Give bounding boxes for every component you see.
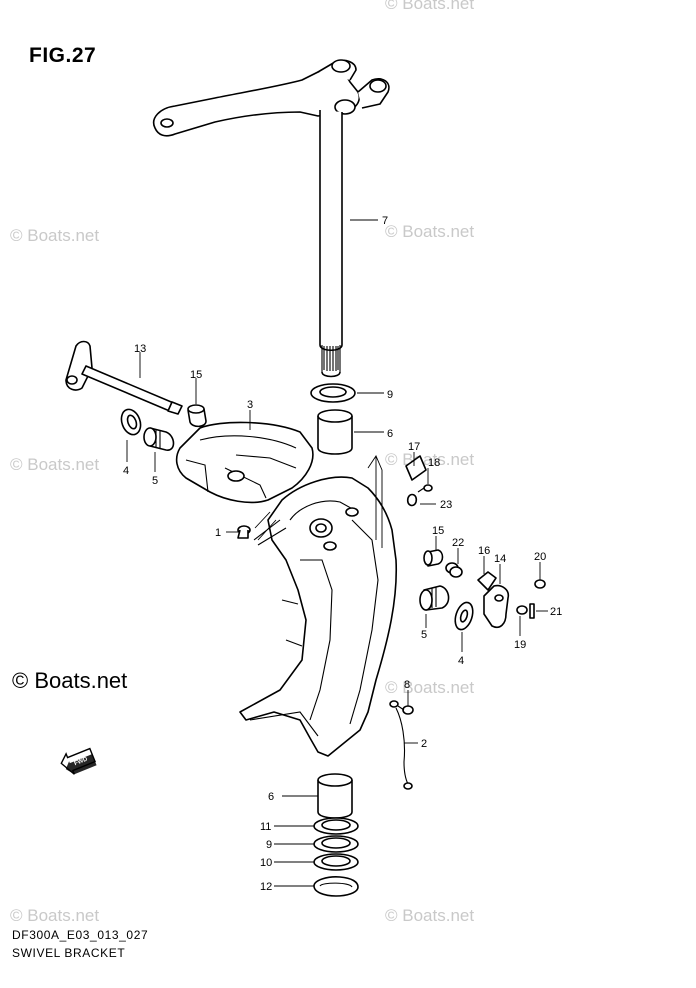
part-washer-11[interactable] [313,817,359,835]
callout-2: 2 [421,738,427,750]
part-swivel-bracket-top[interactable] [175,421,314,504]
callout-14: 14 [494,553,506,565]
callout-7: 7 [382,215,388,227]
callout-5: 5 [421,629,427,641]
callout-22: 22 [452,537,464,549]
part-washer-right[interactable] [452,600,476,632]
part-bracket-14[interactable] [483,584,510,629]
part-circlip-12[interactable] [313,876,359,897]
part-screw-18[interactable] [417,484,433,493]
leader-lines [126,219,548,887]
part-washer-9-lower[interactable] [313,835,359,853]
callout-9: 9 [387,389,393,401]
callout-21: 21 [550,606,562,618]
part-washer-upper[interactable] [310,383,356,403]
callout-4: 4 [123,465,129,477]
part-nut-20[interactable] [534,579,546,589]
drawing-name: SWIVEL BRACKET [12,946,126,960]
part-washer-19[interactable] [516,605,528,615]
fwd-arrow-icon: FWD [60,747,97,775]
part-swivel-bracket-body[interactable] [239,476,398,757]
part-bolt-8[interactable] [397,705,414,715]
callout-11: 11 [260,821,271,833]
watermark: © Boats.net [385,222,475,241]
part-tilt-pin[interactable] [65,340,183,415]
callout-3: 3 [247,399,253,411]
callout-17: 17 [408,441,420,453]
part-clip-23[interactable] [406,493,418,507]
part-bushing-15-upper[interactable] [187,404,207,428]
callout-18: 18 [428,457,440,469]
callout-9: 9 [266,839,272,851]
part-bushing-upper[interactable] [317,409,353,455]
part-washer-left[interactable] [118,407,144,438]
part-steering-shaft[interactable] [153,59,390,378]
callout-20: 20 [534,551,546,563]
part-bushing-15-right[interactable] [423,549,444,567]
callout-15: 15 [432,525,444,537]
callout-labels: 13 15 3 4 5 7 9 6 17 18 23 1 15 22 16 14… [123,215,562,893]
watermark: © Boats.net [385,0,475,13]
part-washer-10[interactable] [313,853,359,871]
part-bushing-lower[interactable] [317,773,353,819]
watermark: © Boats.net [10,455,100,474]
part-bushing-left[interactable] [143,427,175,451]
part-bolt-1[interactable] [237,525,251,539]
callout-19: 19 [514,639,526,651]
part-pin-21[interactable] [529,603,535,619]
callout-13: 13 [134,343,146,355]
callout-8: 8 [404,679,410,691]
fwd-label: FWD [74,756,90,767]
part-lever-16[interactable] [477,571,497,591]
watermark-dark: © Boats.net [12,668,128,693]
part-spring-22[interactable] [445,562,463,578]
figure-title: FIG.27 [29,44,97,67]
part-bushing-right[interactable] [419,585,450,611]
watermark: © Boats.net [385,906,475,925]
callout-12: 12 [260,881,272,893]
callout-16: 16 [478,545,490,557]
callout-6: 6 [387,428,393,440]
callout-15: 15 [190,369,202,381]
watermark: © Boats.net [10,906,100,925]
callout-10: 10 [260,857,272,869]
callout-23: 23 [440,499,452,511]
part-ground-wire-2[interactable] [389,700,413,790]
watermark: © Boats.net [385,678,475,697]
callout-6: 6 [268,791,274,803]
callout-4: 4 [458,655,464,667]
callout-1: 1 [215,527,221,539]
part-plate-17[interactable] [405,455,427,481]
drawing-code: DF300A_E03_013_027 [12,928,149,942]
callout-5: 5 [152,475,158,487]
watermark: © Boats.net [10,226,100,245]
